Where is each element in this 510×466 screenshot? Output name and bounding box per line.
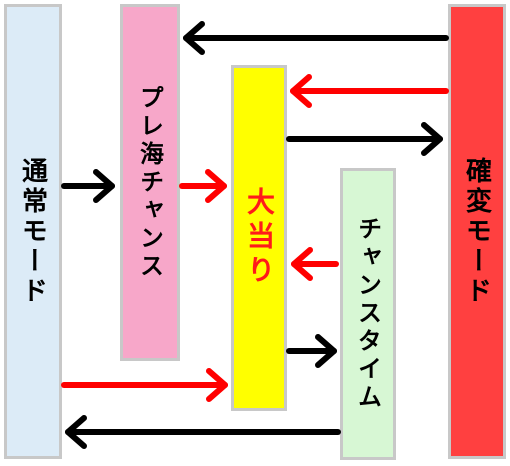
jackpot-box: 大当り [231,65,287,411]
chance-time-label: チャンスタイム [353,216,382,412]
arrow-normal-to-pre-sea [61,169,115,203]
arrow-chance-time-to-jackpot [291,247,339,281]
arrow-chance-time-to-normal [65,415,341,449]
arrow-kakuhen-to-jackpot [290,74,449,108]
normal-mode-label: 通常モード [17,156,48,307]
arrow-jackpot-to-kakuhen [286,122,443,156]
arrow-jackpot-to-chance-time [286,334,337,368]
chance-time-box: チャンスタイム [340,168,396,460]
pre-sea-chance-box: プレ海チャンス [120,4,180,361]
arrow-pre-sea-to-jackpot [179,169,227,203]
arrow-normal-to-jackpot [61,368,228,402]
probability-change-mode-label: 確変モード [461,156,492,307]
normal-mode-box: 通常モード [4,4,62,459]
pre-sea-chance-label: プレ海チャンス [135,84,164,281]
arrow-kakuhen-to-pre-sea [183,21,449,55]
probability-change-mode-box: 確変モード [448,4,506,459]
jackpot-label: 大当り [243,187,276,289]
